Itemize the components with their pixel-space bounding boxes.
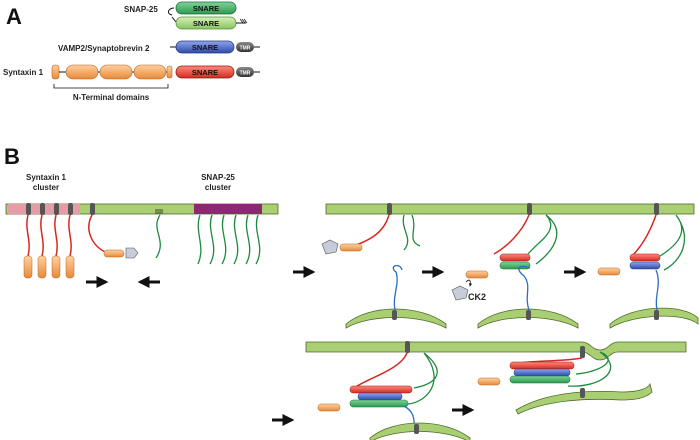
panel-b-label: B (4, 144, 20, 169)
ck2-icon (451, 285, 469, 301)
plasma-membrane-bottom (305, 341, 687, 361)
snap25-snare-motif-1 (175, 1, 237, 15)
vamp2-legend-label: VAMP2/Synaptobrevin 2 (58, 44, 150, 53)
nterm-label: N-Terminal domains (73, 93, 150, 102)
snare-text: SNARE (193, 4, 219, 13)
ck2-label: CK2 (468, 292, 486, 302)
snare-text: SNARE (192, 68, 218, 77)
vesicle-3 (609, 307, 699, 329)
palmitoyl-ticks (239, 18, 248, 24)
habc-domain-b (99, 64, 133, 80)
linker-peptide (166, 65, 173, 79)
habc-domain-c (133, 64, 167, 80)
snare-text: SNARE (193, 19, 219, 28)
habc-domain-a (65, 64, 99, 80)
snare-text: SNARE (192, 43, 218, 52)
snap25-legend-label: SNAP-25 (124, 5, 158, 14)
nterm-bracket (53, 84, 169, 89)
snap25-cluster-region (194, 204, 262, 214)
syntaxin-tmr (236, 67, 254, 77)
vamp2-snare-motif (175, 40, 235, 54)
syntaxin-cluster-label-1: Syntaxin 1 (26, 173, 67, 182)
free-syntaxin (103, 249, 125, 258)
plasma-membrane-right (325, 203, 695, 215)
vamp2-tmr (236, 42, 254, 52)
vesicle-2 (477, 308, 579, 329)
tmr-text: TMR (240, 46, 251, 52)
ck2-icon (125, 247, 139, 259)
snap25-cluster-label-2: cluster (205, 183, 231, 192)
ck2-icon (321, 239, 339, 255)
snap25-cluster-label-1: SNAP-25 (201, 173, 235, 182)
syntaxin1-legend-label: Syntaxin 1 (3, 68, 44, 77)
syntaxin-cluster-label-2: cluster (33, 183, 59, 192)
syntaxin-nterm-peptide (51, 64, 60, 80)
vesicle-1 (345, 308, 447, 329)
plasma-membrane-left (5, 203, 279, 215)
syntaxin-snare-motif (175, 65, 235, 79)
snap25-strands (155, 214, 261, 265)
palmitoyl-ticks (155, 209, 163, 214)
panel-a-label: A (6, 4, 22, 29)
clustered-syntaxins (23, 203, 75, 279)
vesicle-4 (369, 422, 471, 440)
tmr-text: TMR (240, 71, 251, 77)
